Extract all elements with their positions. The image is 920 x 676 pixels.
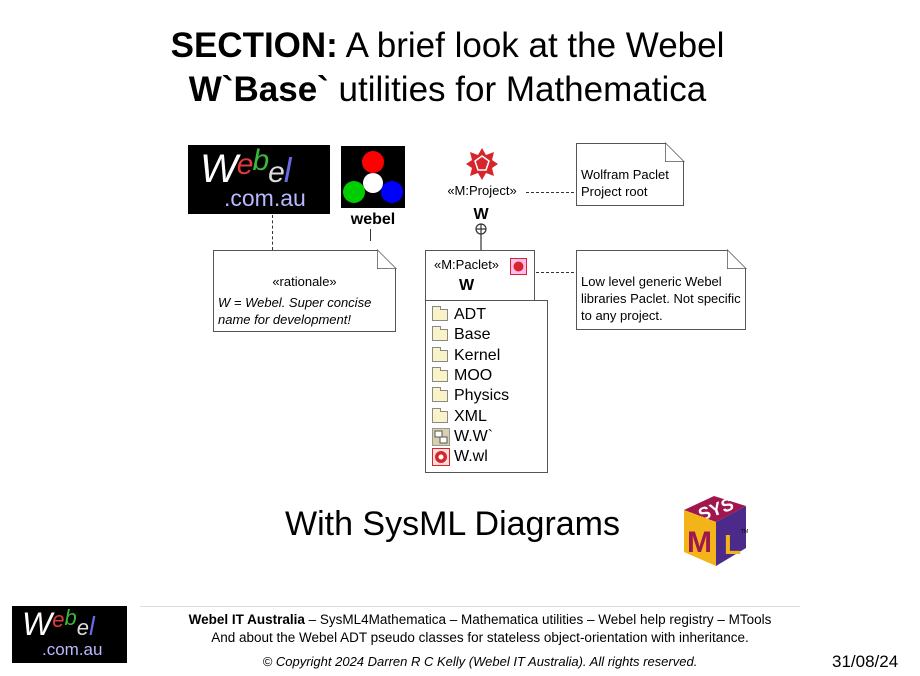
anchor-line [536, 272, 574, 273]
anchor-line [370, 229, 371, 241]
project-note: Wolfram Paclet Project root [576, 142, 685, 206]
paclet-header[interactable]: «M:Paclet» W [425, 250, 535, 301]
footer-line1: Webel IT Australia – SysML4Mathematica –… [130, 612, 830, 627]
sysml-logo: SYS M L TM [684, 494, 748, 566]
folder-icon [432, 326, 448, 342]
paclet-note-text: Low level generic Webel libraries Paclet… [581, 274, 741, 323]
project-note-text: Wolfram Paclet Project root [581, 167, 669, 199]
anchor-line [272, 215, 273, 250]
subtitle: With SysML Diagrams [284, 505, 621, 543]
slide-title-line2: W`Base` utilities for Mathematica [0, 68, 895, 112]
list-item[interactable]: MOO [432, 366, 547, 386]
title-text: A brief look at the Webel [337, 26, 725, 65]
footer-line2: And about the Webel ADT pseudo classes f… [211, 630, 749, 645]
rationale-stereotype: «rationale» [272, 274, 337, 289]
wolfram-icon [432, 448, 450, 467]
footer-logo-domain: .com.au [42, 640, 103, 659]
folder-icon [432, 387, 448, 403]
svg-text:TM: TM [741, 529, 748, 535]
list-item[interactable]: W.W` [432, 427, 547, 447]
containment-icon [475, 223, 487, 265]
webel-logo-domain: .com.au [224, 185, 306, 211]
paclet-note: Low level generic Webel libraries Paclet… [576, 249, 747, 330]
svg-text:L: L [724, 529, 741, 560]
folder-icon [432, 367, 448, 383]
title-bold: W`Base` [188, 70, 329, 109]
paclet-name: W [459, 277, 475, 294]
folder-icon [432, 346, 448, 362]
rationale-text: W = Webel. Super concise name for develo… [218, 295, 372, 327]
webel-logo-text: Webel [200, 144, 291, 191]
title-bold: SECTION: [170, 26, 338, 65]
package-icon [432, 427, 450, 446]
paclet-stereotype: «M:Paclet» [434, 257, 500, 272]
footer-webel-logo: Webel .com.au [12, 605, 127, 663]
rationale-note: «rationale» W = Webel. Super concise nam… [213, 249, 397, 332]
footer-divider [140, 606, 800, 607]
footer-links: – SysML4Mathematica – Mathematica utilit… [304, 612, 772, 627]
project-stereotype: «M:Project» [447, 183, 517, 198]
item-label: Base [454, 326, 491, 344]
paclet-contents: ADT Base Kernel MOO Physics XML W.W` W.w… [425, 300, 548, 473]
item-label: Kernel [454, 346, 501, 364]
list-item[interactable]: ADT [432, 305, 547, 325]
project-name: W [473, 206, 489, 223]
folder-icon [432, 306, 448, 322]
wolfram-icon [510, 258, 527, 275]
webel-logo: Webel .com.au [188, 144, 330, 214]
webel-rgb-label: webel [350, 211, 396, 228]
item-label: W.W` [454, 427, 494, 445]
item-label: ADT [454, 306, 486, 324]
list-item[interactable]: Kernel [432, 346, 547, 366]
list-item[interactable]: Physics [432, 386, 547, 406]
footer-date: 31/08/24 [832, 652, 899, 671]
list-item[interactable]: Base [432, 325, 547, 345]
list-item[interactable]: XML [432, 406, 547, 426]
svg-text:M: M [687, 526, 712, 559]
list-item[interactable]: W.wl [432, 447, 547, 467]
footer-company: Webel IT Australia [188, 612, 305, 627]
item-label: XML [454, 407, 487, 425]
webel-rgb-logo [341, 146, 405, 208]
anchor-line [526, 192, 574, 193]
footer-copyright: © Copyright 2024 Darren R C Kelly (Webel… [262, 654, 698, 669]
title-text: utilities for Mathematica [328, 70, 707, 109]
item-label: W.wl [454, 448, 488, 466]
item-label: MOO [454, 367, 493, 385]
item-label: Physics [454, 387, 510, 405]
folder-icon [432, 407, 448, 423]
wolfram-icon [466, 148, 498, 180]
slide-title-line1: SECTION: A brief look at the Webel [0, 24, 895, 68]
